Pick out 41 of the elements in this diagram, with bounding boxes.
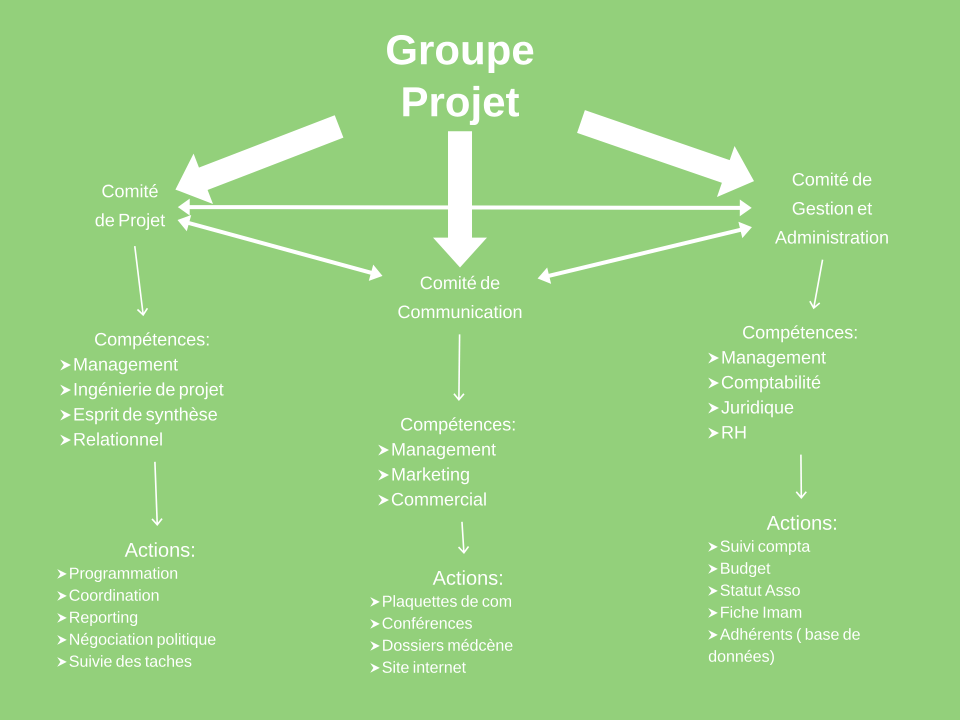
list-item: Relationnel [60,432,162,446]
arrow [809,260,824,310]
section-heading: Actions: [432,570,502,585]
section-heading: Compétences: [95,332,209,350]
title-text: Groupe Projet [387,34,534,126]
section-heading: Actions: [766,515,836,530]
list-item: Ingénierie de projet [60,382,224,400]
list-item: Adhérents ( base de données) [708,628,860,665]
list-item: Juridique [708,400,794,418]
list-item: Comptabilité [708,375,820,392]
list-item: Marketing [378,467,469,484]
list-item: Suivi compta [708,540,810,556]
section-heading: Actions: [124,542,194,557]
arrow [796,454,807,499]
list-item: Commercial [378,492,486,506]
section-heading: Compétences: [743,325,857,342]
list-item: Reporting [57,611,138,626]
arrow [458,522,470,554]
arrow [151,462,163,526]
list-item: Site internet [370,661,466,673]
list-item: Esprit de synthèse [60,407,217,424]
list-item: RH [708,426,746,438]
list-item: Conférences [370,616,472,629]
list-item: Fiche Imam [708,606,802,618]
committee-label: Comité de Gestion et Administration [775,172,888,244]
list-item: Plaquettes de com [370,595,512,610]
list-item: Management [378,443,496,460]
list-item: Suivie des taches [57,655,192,667]
list-item: Statut Asso [708,584,800,596]
list-item: Coordination [57,589,158,601]
committee-label: Comité de Projet [96,184,166,230]
arrow [134,246,148,316]
arrow [453,334,465,402]
list-item: Management [60,358,178,374]
list-item: Négociation politique [57,632,216,648]
list-item: Dossiers médcène [370,638,512,651]
section-heading: Compétences: [401,417,515,434]
committee-label: Comité de Communication [398,276,522,318]
list-item: Programmation [57,567,178,582]
list-item: Management [708,351,826,368]
list-item: Budget [708,562,770,578]
